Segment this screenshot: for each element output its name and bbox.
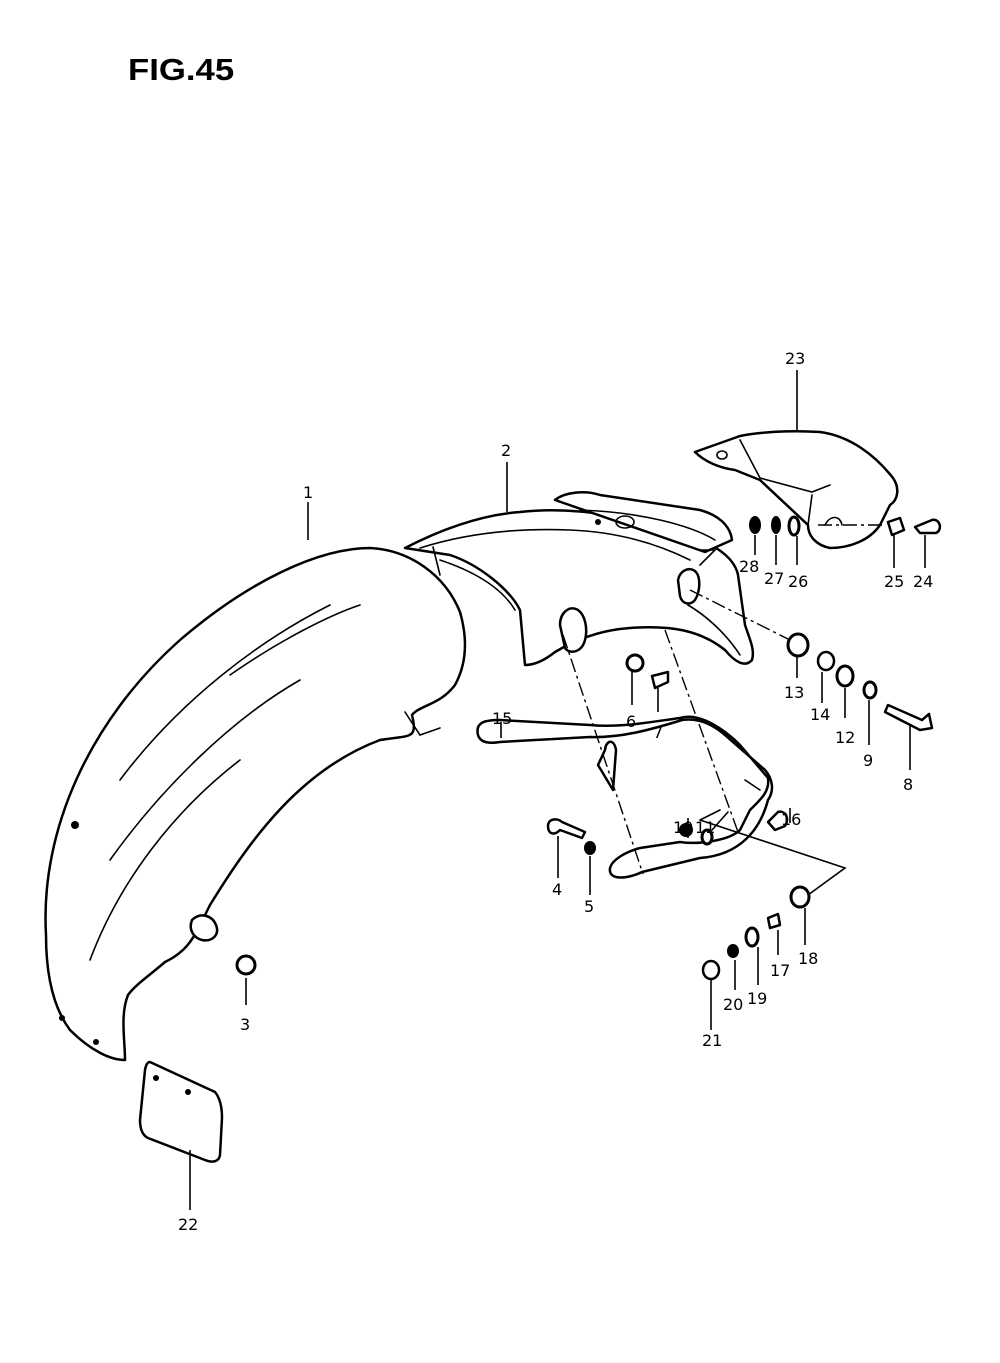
bracket-part bbox=[693, 429, 899, 550]
stay-part bbox=[476, 715, 774, 879]
part-label-17: 17 bbox=[770, 961, 790, 980]
nut-10 bbox=[679, 823, 693, 837]
bolt-8 bbox=[883, 703, 934, 732]
part-label-6: 6 bbox=[626, 712, 636, 731]
washer-26 bbox=[787, 515, 801, 537]
part-label-11: 11 bbox=[695, 818, 715, 837]
washer-19 bbox=[744, 926, 760, 948]
spacer-25 bbox=[886, 516, 906, 537]
part-label-7: 7 bbox=[653, 723, 663, 742]
part-label-12: 12 bbox=[835, 728, 855, 747]
part-label-8: 8 bbox=[903, 775, 913, 794]
washer-6 bbox=[625, 653, 645, 673]
washer-28 bbox=[749, 516, 761, 534]
part-label-5: 5 bbox=[584, 897, 594, 916]
part-label-26: 26 bbox=[788, 572, 808, 591]
upper-fender-part bbox=[403, 491, 755, 667]
part-label-3: 3 bbox=[240, 1015, 250, 1034]
cushion-13 bbox=[786, 632, 810, 658]
screw-4 bbox=[546, 818, 587, 840]
part-label-16: 16 bbox=[781, 810, 801, 829]
part-label-20: 20 bbox=[723, 995, 743, 1014]
washer-11 bbox=[700, 828, 714, 846]
part-label-2: 2 bbox=[501, 441, 511, 460]
nut-7 bbox=[650, 670, 670, 690]
part-label-18: 18 bbox=[798, 949, 818, 968]
part-label-28: 28 bbox=[739, 557, 759, 576]
nut-3 bbox=[235, 954, 257, 976]
spacer-17 bbox=[766, 912, 782, 930]
washer-20 bbox=[727, 944, 739, 958]
fasteners bbox=[235, 515, 942, 981]
part-label-10: 10 bbox=[673, 818, 693, 837]
washer-12 bbox=[835, 664, 855, 688]
part-label-9: 9 bbox=[863, 751, 873, 770]
screw-24 bbox=[913, 518, 942, 535]
spacer-14 bbox=[816, 650, 836, 672]
part-label-14: 14 bbox=[810, 705, 830, 724]
part-label-19: 19 bbox=[747, 989, 767, 1008]
part-label-1: 1 bbox=[303, 483, 313, 502]
assembly-lines bbox=[562, 524, 885, 896]
part-label-22: 22 bbox=[178, 1215, 198, 1234]
rear-fender-part bbox=[44, 546, 467, 1062]
part-label-21: 21 bbox=[702, 1031, 722, 1050]
part-label-23: 23 bbox=[785, 349, 805, 368]
nut-21 bbox=[701, 959, 721, 981]
part-label-25: 25 bbox=[884, 572, 904, 591]
cushion-18 bbox=[789, 885, 811, 909]
reflector-plate-part bbox=[138, 1060, 224, 1163]
washer-27 bbox=[771, 516, 781, 534]
part-label-24: 24 bbox=[913, 572, 933, 591]
part-label-27: 27 bbox=[764, 569, 784, 588]
part-labels: 1 2 3 4 5 6 7 8 9 10 11 12 13 14 15 16 1… bbox=[178, 349, 933, 1234]
screw-16 bbox=[766, 810, 789, 832]
figure-title: FIG.45 bbox=[128, 52, 235, 87]
nut-5 bbox=[584, 841, 596, 855]
washer-9 bbox=[862, 680, 878, 700]
part-label-4: 4 bbox=[552, 880, 562, 899]
part-label-13: 13 bbox=[784, 683, 804, 702]
part-label-15: 15 bbox=[492, 709, 512, 728]
leader-lines bbox=[189, 370, 926, 1210]
